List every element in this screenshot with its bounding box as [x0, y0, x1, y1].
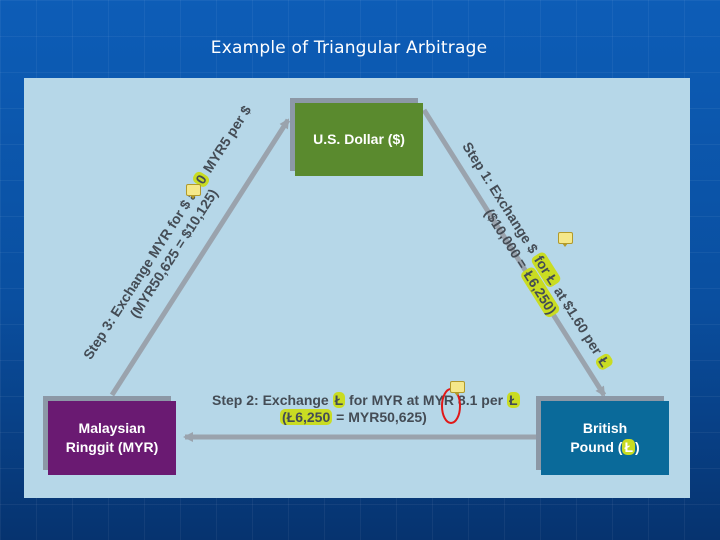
- slide-title: Example of Triangular Arbitrage: [210, 38, 488, 58]
- highlight-pound-symbol: Ł: [622, 439, 635, 455]
- node-british-pound-label: British Pound (Ł): [570, 420, 640, 455]
- node-malaysian-ringgit-label: Malaysian Ringgit (MYR): [65, 420, 159, 455]
- node-malaysian-ringgit: Malaysian Ringgit (MYR): [48, 401, 176, 475]
- comment-note-icon[interactable]: [450, 381, 465, 396]
- node-us-dollar-label: U.S. Dollar ($): [313, 131, 405, 147]
- arrow-myr-to-usd: [109, 118, 291, 397]
- step2-line1: Step 2: Exchange Ł for MYR at MYR 8.1 pe…: [212, 392, 520, 408]
- node-british-pound: British Pound (Ł): [541, 401, 669, 475]
- comment-note-icon[interactable]: [558, 232, 573, 247]
- step2-label: Step 2: Exchange Ł for MYR at MYR 8.1 pe…: [212, 392, 520, 426]
- comment-note-icon[interactable]: [186, 184, 201, 199]
- arrow-usd-to-gbp: [421, 108, 607, 397]
- step2-line2: (Ł6,250 = MYR50,625): [280, 409, 427, 425]
- node-us-dollar: U.S. Dollar ($): [295, 103, 423, 176]
